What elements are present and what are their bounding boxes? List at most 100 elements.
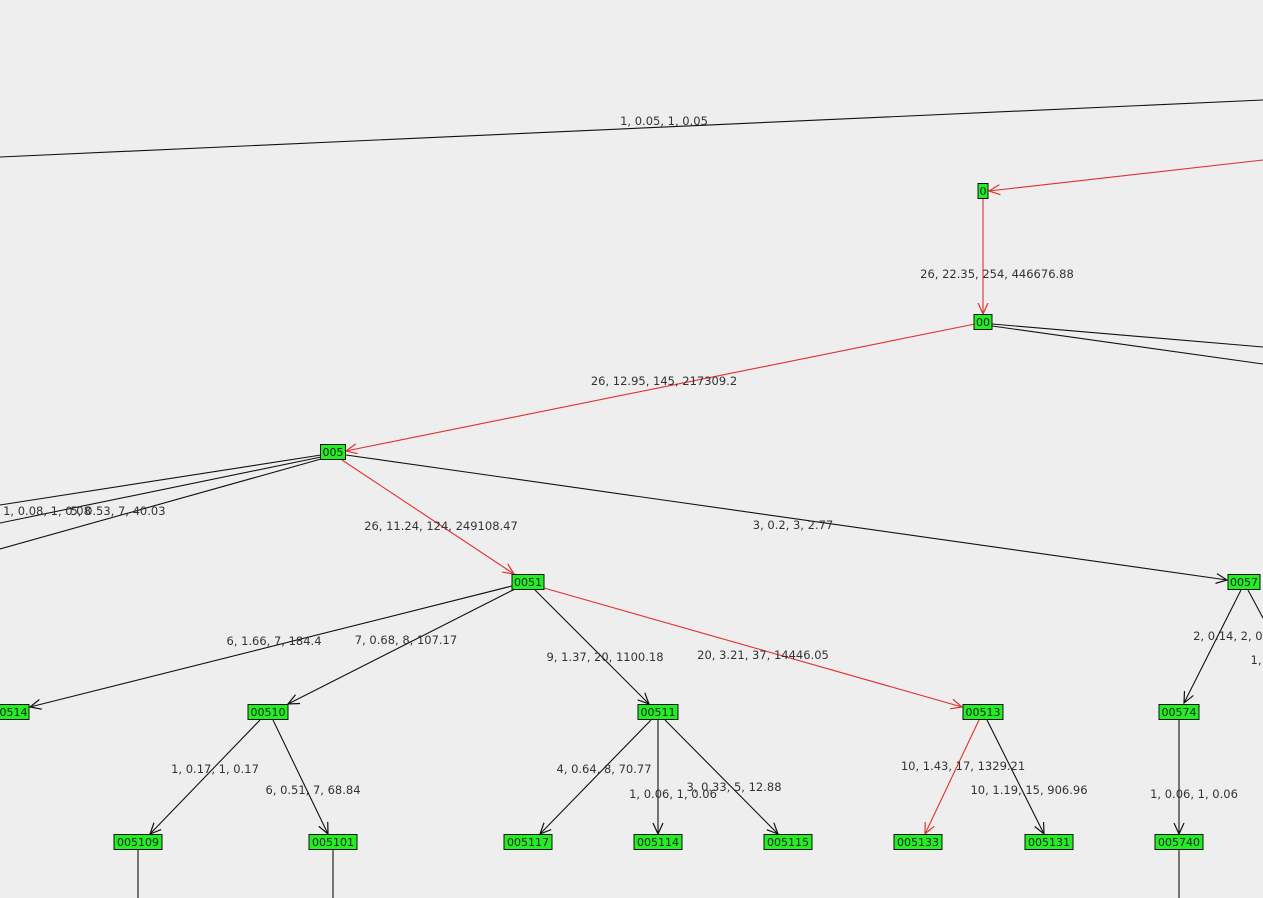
node-00574[interactable]: 00574 — [1158, 704, 1200, 720]
edge-label-00574-005740: 1, 0.06, 1, 0.06 — [1150, 787, 1238, 801]
edge-0057-off[interactable] — [1247, 589, 1263, 619]
edge-label-top: 1, 0.05, 1, 0.05 — [620, 114, 708, 128]
node-box[interactable] — [1154, 834, 1204, 850]
edge-0051-00510[interactable] — [288, 588, 516, 704]
edge-00510-005101[interactable] — [272, 719, 328, 834]
edge-005-off2[interactable] — [0, 456, 322, 524]
node-label: 005740 — [1158, 836, 1200, 849]
node-label: 00514 — [0, 706, 28, 719]
node-box[interactable] — [973, 314, 993, 330]
node-label: 005 — [323, 446, 344, 459]
node-label: 0051 — [514, 576, 542, 589]
edge-label-0051-00513: 20, 3.21, 37, 14446.05 — [697, 648, 829, 662]
node-00514[interactable]: 00514 — [0, 704, 30, 720]
node-00510[interactable]: 00510 — [247, 704, 289, 720]
highlighted-edge-00513-005133[interactable] — [925, 719, 980, 834]
node-box[interactable] — [113, 834, 163, 850]
edge-label-0051-00514: 6, 1.66, 7, 184.4 — [226, 634, 321, 648]
node-005[interactable]: 005 — [320, 444, 346, 460]
edge-00-off2[interactable] — [991, 325, 1263, 365]
node-005131[interactable]: 005131 — [1024, 834, 1074, 850]
node-box[interactable] — [637, 704, 679, 720]
highlighted-edge-0051-00513[interactable] — [543, 587, 962, 707]
node-label: 005101 — [312, 836, 354, 849]
node-label: 005131 — [1028, 836, 1070, 849]
edge-00511-005117[interactable] — [540, 719, 652, 834]
highlighted-edge-005-0051[interactable] — [341, 459, 514, 574]
node-0[interactable]: 0 — [977, 183, 989, 199]
highlighted-edge-00-005[interactable] — [346, 323, 976, 451]
node-label: 00510 — [251, 706, 286, 719]
edge-label-0051-00510: 7, 0.68, 8, 107.17 — [355, 633, 457, 647]
edge-label-0057-00574: 2, 0.14, 2, 0.77 — [1193, 629, 1263, 643]
node-0057[interactable]: 0057 — [1227, 574, 1261, 590]
node-005115[interactable]: 005115 — [763, 834, 813, 850]
node-box[interactable] — [503, 834, 553, 850]
node-label: 0057 — [1230, 576, 1258, 589]
node-box[interactable] — [511, 574, 545, 590]
node-box[interactable] — [247, 704, 289, 720]
node-box[interactable] — [1024, 834, 1074, 850]
node-box[interactable] — [962, 704, 1004, 720]
node-box[interactable] — [1227, 574, 1261, 590]
node-box[interactable] — [977, 183, 989, 199]
edge-label-00513-005133: 10, 1.43, 17, 1329.21 — [901, 759, 1025, 773]
node-box[interactable] — [308, 834, 358, 850]
node-label: 005133 — [897, 836, 939, 849]
node-005109[interactable]: 005109 — [113, 834, 163, 850]
node-00[interactable]: 00 — [973, 314, 993, 330]
highlighted-edge-in-0[interactable] — [989, 159, 1263, 191]
node-box[interactable] — [1158, 704, 1200, 720]
node-box[interactable] — [320, 444, 346, 460]
edge-label-00511-005115: 3, 0.33, 5, 12.88 — [686, 780, 781, 794]
node-box[interactable] — [893, 834, 943, 850]
edge-label-005-0051: 26, 11.24, 124, 249108.47 — [364, 519, 518, 533]
edges-layer — [0, 99, 1263, 898]
edge-label-005-off1: 1, 0.08, 1, 0.08 — [3, 504, 91, 518]
node-label: 005109 — [117, 836, 159, 849]
edge-005-0057[interactable] — [345, 454, 1227, 580]
edge-label-00513-005131: 10, 1.19, 15, 906.96 — [970, 783, 1087, 797]
edge-005-off3[interactable] — [0, 458, 322, 550]
edge-00513-005131[interactable] — [986, 719, 1044, 834]
node-box[interactable] — [633, 834, 683, 850]
nodes-layer: 0000050051005700514005100051100513005740… — [0, 183, 1261, 850]
edge-005-off1[interactable] — [0, 454, 322, 506]
edge-label-005-off2: 5, 0.53, 7, 40.03 — [70, 504, 165, 518]
edge-00511-005115[interactable] — [664, 719, 778, 834]
edge-label-00510-005109: 1, 0.17, 1, 0.17 — [171, 762, 259, 776]
node-label: 005117 — [507, 836, 549, 849]
edge-label-00-005: 26, 12.95, 145, 217309.2 — [591, 374, 737, 388]
edge-label-0051-00511: 9, 1.37, 20, 1100.18 — [546, 650, 663, 664]
edge-label-00511-005117: 4, 0.64, 8, 70.77 — [556, 762, 651, 776]
node-box[interactable] — [0, 704, 30, 720]
node-005133[interactable]: 005133 — [893, 834, 943, 850]
edge-label-005-0057: 3, 0.2, 3, 2.77 — [753, 518, 833, 532]
node-005101[interactable]: 005101 — [308, 834, 358, 850]
node-label: 005114 — [637, 836, 679, 849]
node-label: 005115 — [767, 836, 809, 849]
node-label: 00513 — [966, 706, 1001, 719]
node-0051[interactable]: 0051 — [511, 574, 545, 590]
edge-label-0057-off: 1, — [1251, 653, 1262, 667]
node-label: 00 — [976, 316, 990, 329]
edge-label-00511-005114: 1, 0.06, 1, 0.06 — [629, 787, 717, 801]
node-label: 00574 — [1162, 706, 1197, 719]
node-00513[interactable]: 00513 — [962, 704, 1004, 720]
node-label: 0 — [980, 185, 987, 198]
node-label: 00511 — [641, 706, 676, 719]
node-00511[interactable]: 00511 — [637, 704, 679, 720]
edge-label-0-00: 26, 22.35, 254, 446676.88 — [920, 267, 1074, 281]
edge-label-00510-005101: 6, 0.51, 7, 68.84 — [265, 783, 360, 797]
edge-00510-005109[interactable] — [150, 719, 261, 834]
edge-00-off1[interactable] — [991, 323, 1263, 348]
node-005114[interactable]: 005114 — [633, 834, 683, 850]
edge-0051-00514[interactable] — [30, 585, 513, 707]
node-005740[interactable]: 005740 — [1154, 834, 1204, 850]
edge-0057-00574[interactable] — [1184, 589, 1242, 703]
node-box[interactable] — [763, 834, 813, 850]
edge-0051-00511[interactable] — [534, 589, 649, 704]
node-005117[interactable]: 005117 — [503, 834, 553, 850]
edge-top[interactable] — [0, 99, 1263, 158]
